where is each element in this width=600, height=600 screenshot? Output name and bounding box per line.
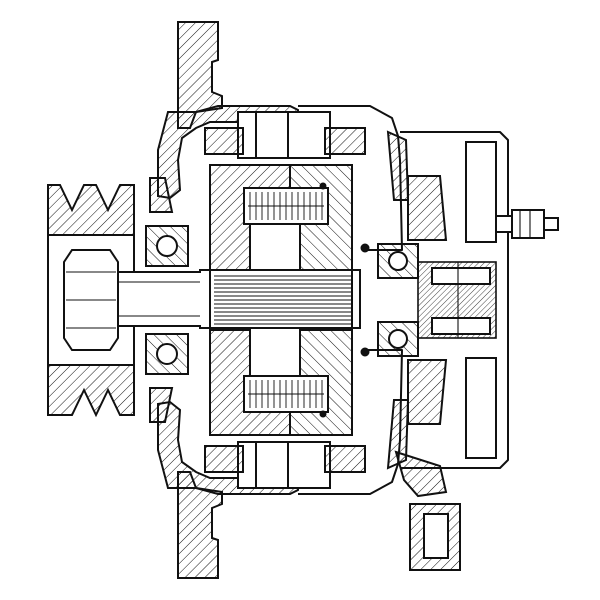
rear-bearing <box>377 243 419 357</box>
stator <box>204 111 366 489</box>
output-terminal <box>495 209 559 239</box>
rotor-shaft <box>117 269 361 329</box>
front-bearing <box>145 225 189 375</box>
detail-marks <box>319 182 370 418</box>
rear-cover <box>400 131 509 469</box>
front-housing <box>149 21 299 579</box>
field-coil <box>243 187 329 413</box>
slip-rings <box>417 261 497 339</box>
rear-housing <box>298 105 461 571</box>
